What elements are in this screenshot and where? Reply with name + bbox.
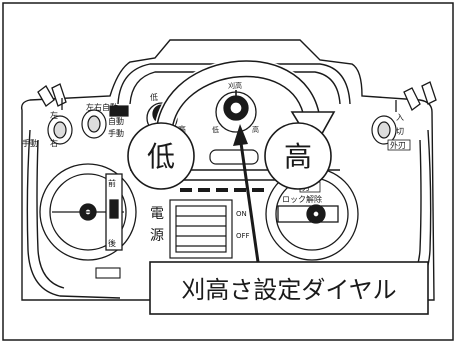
lock-release-text: ロック解除 [282, 194, 322, 204]
left-switch-cluster [47, 105, 129, 145]
right-switch-on-text: 入 [396, 113, 404, 122]
joystick-back-text: 後 [108, 238, 116, 248]
right-levers [395, 81, 437, 112]
left-switch-manual2-text: 手動 [108, 128, 124, 138]
left-dial-high-text: 高 [178, 124, 186, 134]
callout-high-text: 高 [284, 140, 312, 173]
power-char-1: 電 [150, 206, 164, 222]
right-joystick [265, 167, 359, 261]
power-off-text: OFF [236, 232, 250, 240]
left-switch-auto-text: 自動 [108, 116, 124, 126]
cutting-height-dial [215, 90, 257, 133]
dial-caption-text: 刈高さ設定ダイヤル [181, 276, 396, 304]
pointer-arrow-icon [233, 124, 260, 263]
right-switch-off-text: 切 [396, 127, 404, 136]
left-switch-manual-text: 手動 [22, 138, 38, 148]
low-callout: 低 [127, 122, 195, 190]
left-switch-text: 左 右 手動 自動 手動 左右自動 [22, 102, 124, 148]
center-dial-top-text: 刈高 [228, 81, 242, 90]
right-switch-label: 外刃 [390, 140, 406, 150]
power-switch-text: 電 源 OFF ON [150, 206, 250, 244]
cutting-height-dial-text: 刈高 低 高 [212, 81, 259, 134]
joystick-front-text: 前 [108, 178, 116, 188]
center-dial-high-text: 高 [252, 125, 259, 134]
left-joystick-text: 前 後 [108, 178, 116, 248]
right-switch-text: 入 切 外刃 [387, 113, 411, 151]
left-dial-low-text: 低 [150, 92, 158, 102]
left-joystick [39, 163, 137, 261]
center-dial-low-text: 低 [212, 125, 219, 134]
left-switch-right-text: 右 [50, 138, 58, 148]
dial-caption-box: 刈高さ設定ダイヤル [149, 261, 429, 315]
left-switch-label: 左右自動 [86, 102, 118, 112]
power-char-2: 源 [150, 228, 164, 244]
left-battery-icon [95, 267, 121, 279]
left-top-dial-text: 低 高 [150, 92, 186, 134]
center-display-slot [209, 149, 259, 165]
left-switch-left-text: 左 [50, 110, 58, 120]
high-callout: 高 [264, 122, 332, 190]
left-levers [37, 83, 67, 110]
indicator-dashes [180, 188, 264, 192]
power-on-text: ON [236, 210, 247, 218]
power-switch [169, 199, 233, 259]
curved-arrow-icon [154, 58, 336, 150]
callout-low-text: 低 [147, 140, 175, 173]
